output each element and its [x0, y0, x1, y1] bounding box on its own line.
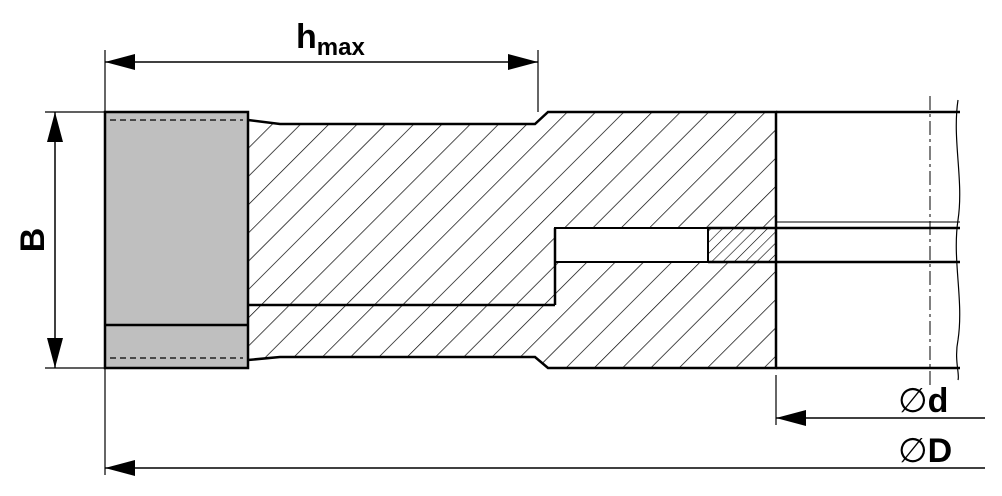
bore-insert-hatched	[707, 227, 777, 263]
d-diameter-symbol: ∅	[898, 382, 928, 420]
D-label: ∅D	[898, 432, 952, 470]
body-upper-hatched	[248, 112, 776, 305]
D-diameter-symbol: ∅	[898, 432, 928, 470]
hmax-arrow-left	[105, 54, 135, 70]
D-arrow	[105, 460, 135, 476]
B-arrow-bottom	[47, 338, 63, 368]
B-label: B	[14, 228, 52, 253]
carbide-tip	[103, 110, 250, 370]
d-arrow	[776, 410, 806, 426]
d-label-letter: d	[928, 382, 949, 420]
break-line	[955, 99, 961, 381]
D-label-letter: D	[928, 432, 953, 470]
hmax-label-sub: max	[317, 34, 366, 61]
hmax-label: hmax	[296, 18, 365, 61]
hmax-label-main: h	[296, 18, 317, 56]
body-outline	[247, 110, 778, 370]
d-label: ∅d	[898, 382, 948, 420]
B-arrow-top	[47, 112, 63, 142]
body-lower-hatched	[248, 262, 776, 368]
bore-channel	[554, 227, 709, 263]
hmax-arrow-right	[508, 54, 538, 70]
